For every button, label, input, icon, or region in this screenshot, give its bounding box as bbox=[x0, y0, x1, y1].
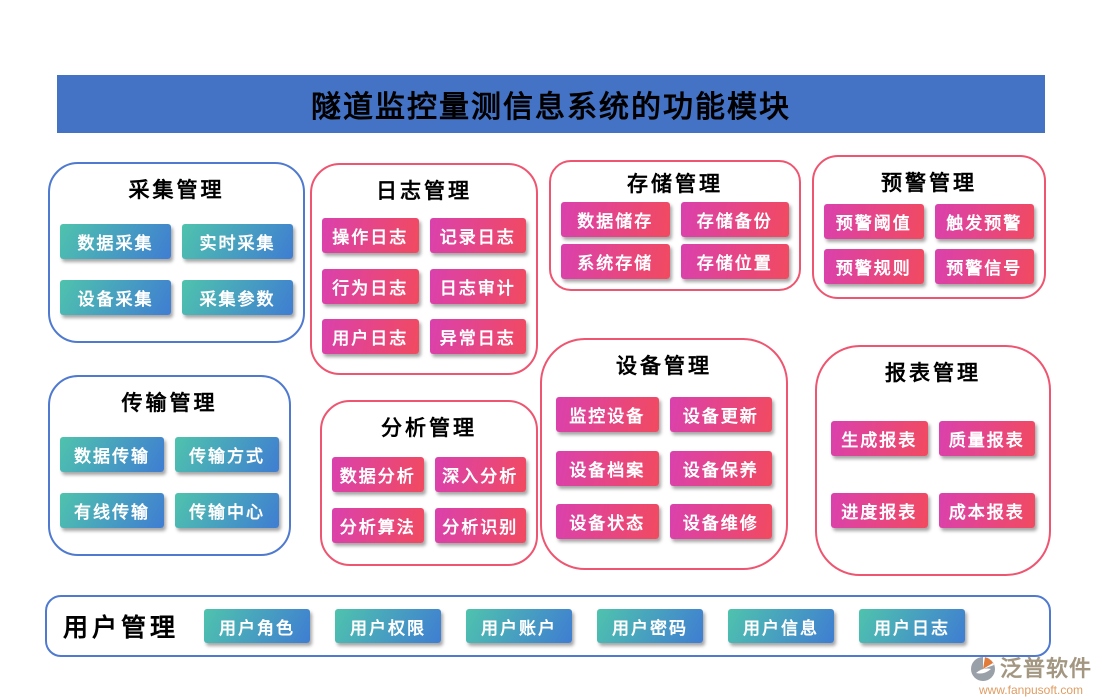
module-title: 采集管理 bbox=[128, 178, 225, 202]
module-item-button[interactable]: 行为日志 bbox=[322, 268, 419, 304]
fanpu-logo-icon bbox=[970, 656, 996, 682]
module-item-button[interactable]: 触发预警 bbox=[934, 204, 1034, 240]
module-warning-management: 预警管理 预警阈值触发预警预警规则预警信号 bbox=[812, 155, 1046, 299]
module-item-button[interactable]: 分析算法 bbox=[332, 508, 424, 544]
module-storage-management: 存储管理 数据储存存储备份系统存储存储位置 bbox=[549, 160, 801, 291]
module-item-button[interactable]: 生成报表 bbox=[831, 421, 928, 457]
module-item-row: 用户角色用户权限用户账户用户密码用户信息用户日志 bbox=[204, 609, 1049, 643]
module-item-button[interactable]: 用户信息 bbox=[728, 609, 835, 643]
module-collection-management: 采集管理 数据采集实时采集设备采集采集参数 bbox=[48, 162, 305, 343]
module-item-button[interactable]: 用户日志 bbox=[322, 318, 419, 354]
module-item-button[interactable]: 存储备份 bbox=[680, 202, 789, 238]
module-item-button[interactable]: 预警规则 bbox=[824, 248, 924, 284]
module-analysis-management: 分析管理 数据分析深入分析分析算法分析识别 bbox=[320, 400, 538, 566]
module-item-grid: 监控设备设备更新设备档案设备保养设备状态设备维修 bbox=[542, 380, 786, 568]
module-item-button[interactable]: 进度报表 bbox=[831, 492, 928, 528]
module-item-button[interactable]: 用户角色 bbox=[204, 609, 311, 643]
module-item-button[interactable]: 日志审计 bbox=[429, 268, 526, 304]
module-item-button[interactable]: 系统存储 bbox=[561, 243, 670, 279]
module-item-button[interactable]: 成本报表 bbox=[938, 492, 1035, 528]
diagram-title: 隧道监控量测信息系统的功能模块 bbox=[311, 91, 791, 124]
module-item-grid: 生成报表质量报表进度报表成本报表 bbox=[817, 387, 1049, 574]
module-item-button[interactable]: 传输方式 bbox=[175, 436, 279, 472]
module-item-button[interactable]: 监控设备 bbox=[556, 396, 659, 432]
module-item-button[interactable]: 存储位置 bbox=[680, 243, 789, 279]
module-title: 用户管理 bbox=[63, 615, 180, 642]
module-item-button[interactable]: 操作日志 bbox=[322, 218, 419, 254]
module-item-button[interactable]: 数据分析 bbox=[332, 456, 424, 492]
module-item-button[interactable]: 分析识别 bbox=[434, 508, 526, 544]
module-title: 传输管理 bbox=[121, 391, 218, 415]
module-log-management: 日志管理 操作日志记录日志行为日志日志审计用户日志异常日志 bbox=[310, 163, 538, 375]
module-title: 存储管理 bbox=[627, 172, 723, 196]
module-item-grid: 操作日志记录日志行为日志日志审计用户日志异常日志 bbox=[312, 205, 536, 373]
module-title: 预警管理 bbox=[881, 171, 977, 195]
module-item-button[interactable]: 用户密码 bbox=[597, 609, 704, 643]
module-item-grid: 预警阈值触发预警预警规则预警信号 bbox=[814, 197, 1044, 297]
module-item-button[interactable]: 质量报表 bbox=[938, 421, 1035, 457]
module-item-grid: 数据采集实时采集设备采集采集参数 bbox=[50, 204, 303, 341]
module-item-button[interactable]: 深入分析 bbox=[434, 456, 526, 492]
module-item-button[interactable]: 设备状态 bbox=[556, 504, 659, 540]
module-item-button[interactable]: 设备更新 bbox=[669, 396, 772, 432]
module-transmission-management: 传输管理 数据传输传输方式有线传输传输中心 bbox=[48, 375, 291, 556]
brand-url: www.fanpusoft.com bbox=[978, 683, 1084, 697]
module-title: 日志管理 bbox=[376, 179, 472, 203]
module-item-button[interactable]: 传输中心 bbox=[175, 493, 279, 529]
module-item-button[interactable]: 记录日志 bbox=[429, 218, 526, 254]
module-user-management: 用户管理 用户角色用户权限用户账户用户密码用户信息用户日志 bbox=[45, 595, 1051, 657]
module-item-grid: 数据分析深入分析分析算法分析识别 bbox=[322, 442, 536, 564]
module-title: 报表管理 bbox=[885, 361, 981, 385]
module-item-button[interactable]: 用户账户 bbox=[466, 609, 573, 643]
brand-name: 泛普软件 bbox=[999, 656, 1092, 681]
module-item-button[interactable]: 有线传输 bbox=[60, 493, 164, 529]
module-item-button[interactable]: 设备档案 bbox=[556, 450, 659, 486]
module-item-button[interactable]: 实时采集 bbox=[182, 223, 293, 259]
module-item-button[interactable]: 设备采集 bbox=[60, 280, 171, 316]
module-item-button[interactable]: 异常日志 bbox=[429, 318, 526, 354]
module-item-button[interactable]: 数据传输 bbox=[60, 436, 164, 472]
module-item-grid: 数据储存存储备份系统存储存储位置 bbox=[551, 198, 799, 289]
module-title: 分析管理 bbox=[381, 416, 477, 440]
module-title: 设备管理 bbox=[616, 354, 712, 378]
module-item-grid: 数据传输传输方式有线传输传输中心 bbox=[50, 417, 289, 554]
module-item-button[interactable]: 采集参数 bbox=[182, 280, 293, 316]
module-item-button[interactable]: 数据储存 bbox=[561, 202, 670, 238]
module-report-management: 报表管理 生成报表质量报表进度报表成本报表 bbox=[815, 345, 1051, 576]
module-item-button[interactable]: 用户权限 bbox=[335, 609, 442, 643]
module-item-button[interactable]: 数据采集 bbox=[60, 223, 171, 259]
module-item-button[interactable]: 用户日志 bbox=[859, 609, 966, 643]
module-item-button[interactable]: 预警阈值 bbox=[824, 204, 924, 240]
module-item-button[interactable]: 设备保养 bbox=[669, 450, 772, 486]
module-item-button[interactable]: 设备维修 bbox=[669, 504, 772, 540]
module-item-button[interactable]: 预警信号 bbox=[934, 248, 1034, 284]
module-equipment-management: 设备管理 监控设备设备更新设备档案设备保养设备状态设备维修 bbox=[540, 338, 788, 570]
title-banner: 隧道监控量测信息系统的功能模块 bbox=[57, 75, 1045, 133]
brand-footer: 泛普软件 www.fanpusoft.com bbox=[970, 656, 1092, 696]
